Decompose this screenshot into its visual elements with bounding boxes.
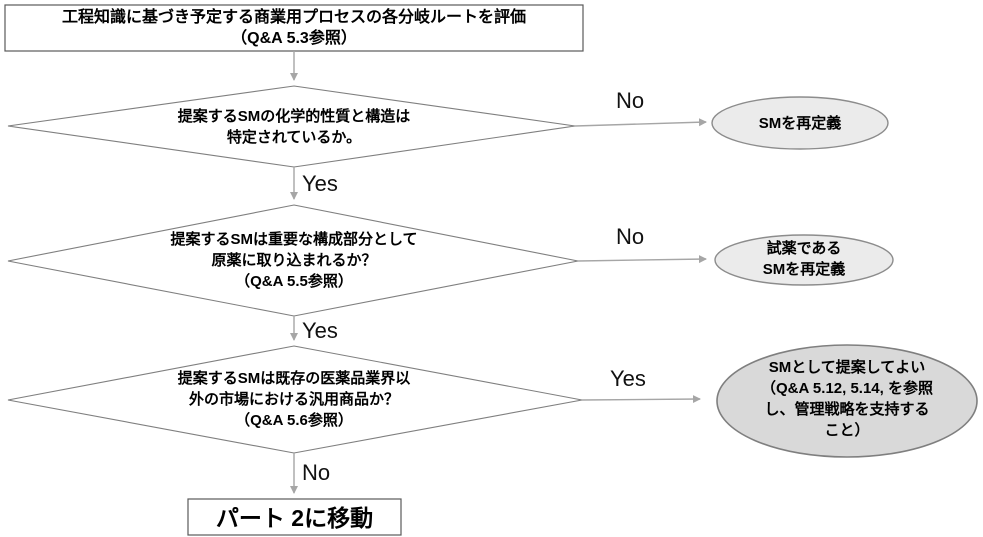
arrow-decision2-no [577,255,707,264]
decision2-yes-label: Yes [302,318,338,343]
end-box-shape [187,498,402,536]
outcome-propose-ellipse-shape [716,344,978,458]
outcome-reagent-ellipse-shape [714,234,894,286]
start-box-shape [4,4,584,52]
decision2-text: 提案するSMは重要な構成部分として 原薬に取り込まれるか？ （Q&A 5.5参照… [170,231,418,290]
decision1-yes-label: Yes [302,171,338,196]
end-box-text: パート 2に移動 [215,505,374,531]
outcome-propose-text: SMとして提案してよい （Q&A 5.12, 5.14, を参照 し、管理戦略を… [760,359,933,439]
outcome-redefine-ellipse-shape [711,96,889,150]
outcome-reagent-text: 試薬である SMを再定義 [762,240,846,278]
arrow-decision1-no [574,118,707,127]
start-box-text: 工程知識に基づき予定する商業用プロセスの各分岐ルートを評価 （Q&A 5.3参照… [61,9,526,47]
decision3-yes-label: Yes [610,366,646,391]
decision2-no-label: No [616,224,645,249]
outcome-redefine-text: SMを再定義 [758,115,842,132]
decision3-no-label: No [302,460,331,485]
decision1-no-label: No [616,88,645,113]
decision1-text: 提案するSMの化学的性質と構造は 特定されているか。 [177,108,411,146]
arrow-decision3-yes [581,395,701,404]
decision3-text: 提案するSMは既存の医薬品業界以 外の市場における汎用商品か？ （Q&A 5.6… [177,370,411,429]
